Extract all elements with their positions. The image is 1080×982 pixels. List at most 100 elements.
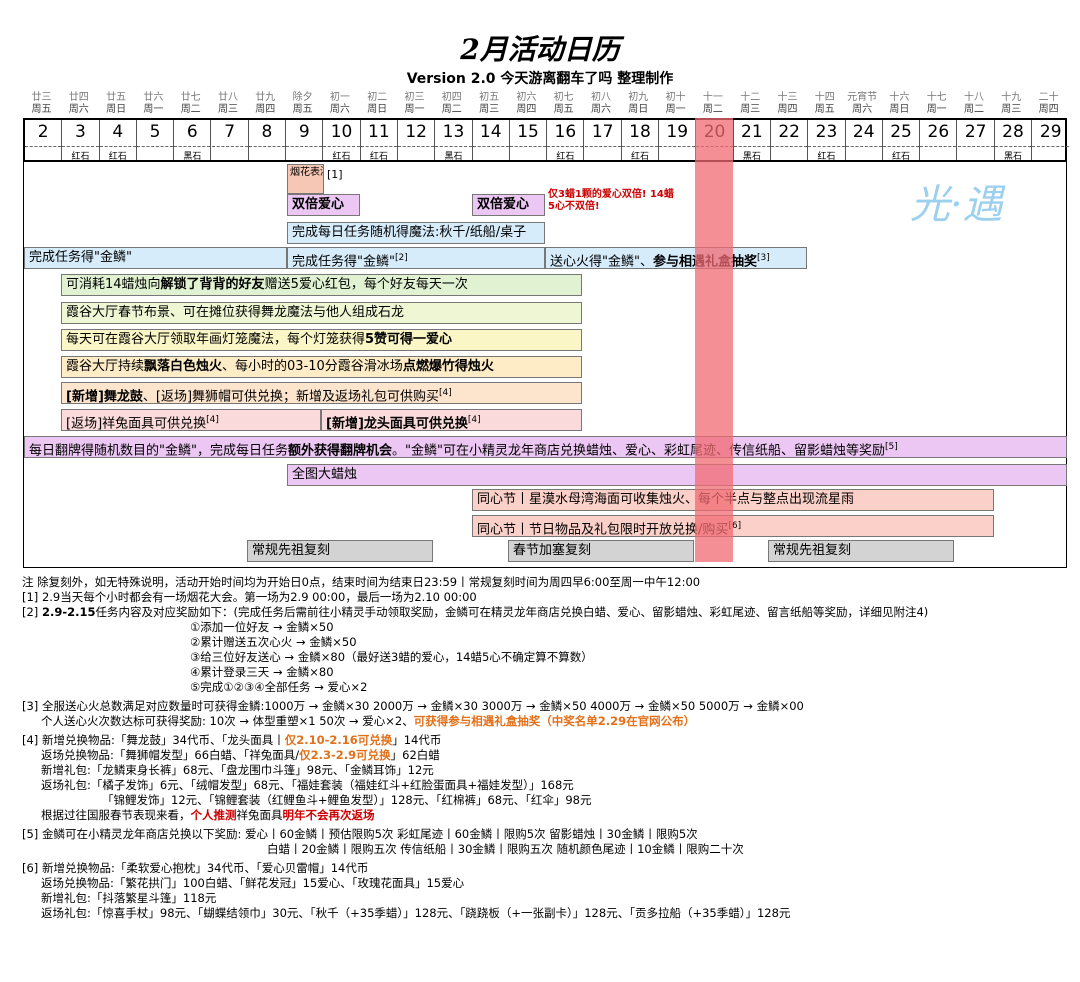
day-divider [248, 146, 286, 147]
day-header: 初六周四 [508, 92, 545, 116]
red-packet-bar: 可消耗14蜡烛向解锁了背背的好友赠送5爱心红包，每个好友每天一次 [61, 274, 582, 296]
day-divider [174, 146, 211, 147]
day-divider [659, 146, 696, 147]
day-header: 廿四周六 [60, 92, 97, 116]
stone-label: 红石 [332, 152, 351, 162]
day-cell: 27 [957, 120, 995, 160]
day-number: 18 [629, 122, 651, 142]
weekday: 周三 [1001, 104, 1022, 115]
day-header: 十七周一 [918, 92, 955, 116]
lunar-date: 初五 [479, 92, 500, 103]
day-header: 廿五周日 [98, 92, 135, 116]
stone-label: 红石 [369, 152, 388, 162]
lunar-date: 十六 [889, 92, 910, 103]
weekday: 周一 [665, 104, 686, 115]
day-cell: 8 [248, 120, 287, 160]
lunar-date: 初三 [404, 92, 425, 103]
stone-label: 红石 [630, 152, 649, 162]
page-subtitle: Version 2.0 今天游离翻车了吗 整理制作 [406, 71, 674, 87]
ancestor-rerun-2: 春节加塞复刻 [508, 540, 694, 562]
day-divider [398, 146, 435, 147]
weekday: 周一 [143, 104, 164, 115]
lunar-date: 初二 [367, 92, 388, 103]
day-number: 19 [666, 122, 689, 142]
lunar-date: 初六 [516, 92, 537, 103]
stone-label: 黑石 [1003, 152, 1022, 162]
lunar-date: 廿八 [218, 92, 238, 103]
day-header: 十九周三 [993, 92, 1030, 116]
day-cell: 12 [398, 120, 436, 160]
weekday: 周日 [628, 104, 649, 115]
day-number: 11 [368, 122, 390, 142]
weekday: 周二 [180, 104, 201, 115]
weekday: 周六 [68, 104, 89, 115]
double-love-label-1: 双倍爱心 [292, 197, 345, 212]
day-number: 10 [330, 122, 353, 142]
day-header: 初八周六 [583, 92, 620, 116]
day-cell: 19 [659, 120, 697, 160]
gold-task-label-2: 完成任务得"金鳞" [292, 254, 395, 269]
fireworks-label: 烟花表演 [290, 167, 323, 178]
stone-label: 黑石 [742, 152, 761, 162]
flip-card-bar: 每日翻牌得随机数目的"金鳞"，完成每日任务额外获得翻牌机会。"金鳞"可在小精灵龙… [24, 436, 1067, 458]
note-0: 注 除复刻外，如无特殊说明，活动开始时间均为开始日0点，结束时间为结束日23:5… [22, 575, 701, 589]
day-header: 十四周五 [806, 92, 843, 116]
stone-label: 红石 [108, 152, 127, 162]
lunar-date: 二十 [1038, 92, 1059, 103]
day-divider [360, 146, 397, 147]
double-love-label-2: 双倍爱心 [477, 197, 530, 212]
day-divider [547, 146, 584, 147]
day-number: 26 [927, 122, 950, 142]
weekday: 周六 [591, 104, 611, 115]
daily-magic-bar: 完成每日任务随机得魔法:秋千/纸船/桌子 [287, 222, 545, 244]
weekday: 周三 [218, 104, 238, 115]
day-number: 27 [964, 122, 987, 142]
day-header: 初九周日 [620, 92, 657, 116]
day-cell: 22 [771, 120, 809, 160]
day-number: 6 [186, 122, 198, 142]
day-divider [584, 146, 621, 147]
day-header: 廿八周三 [210, 92, 247, 116]
weekday: 周一 [404, 104, 425, 115]
day-divider [920, 146, 957, 147]
note-3-personal: 个人送心火次数达标可获得奖励: 10次 → 体型重塑×1 50次 → 爱心×2、… [41, 714, 696, 728]
day-header: 初七周五 [545, 92, 582, 116]
day-cell: 4 红石 [99, 120, 137, 162]
day-header: 初四周二 [433, 92, 470, 116]
note-4-rerun: 返场兑换物品:「舞狮帽发型」66白蜡、「祥兔面具/仅2.3-2.9可兑换」62白… [41, 748, 440, 762]
day-number: 22 [778, 122, 800, 142]
big-candle-bar: 全图大蜡烛 [287, 464, 1067, 486]
note-6-rerun: 返场兑换物品:「繁花拱门」100白蜡、「鲜花发冠」15爱心、「玫瑰花面具」15爱… [41, 876, 465, 890]
weekday: 周二 [441, 104, 462, 115]
day-header: 初五周三 [471, 92, 508, 116]
weekday: 周五 [31, 104, 52, 115]
lunar-date: 十一 [702, 92, 723, 103]
lunar-date: 廿四 [68, 92, 89, 103]
weekday: 周日 [367, 104, 388, 115]
day-number: 25 [890, 122, 912, 142]
day-number: 24 [852, 122, 875, 142]
stone-label: 红石 [556, 152, 575, 162]
weekday: 周四 [1038, 104, 1059, 115]
weekday: 周五 [814, 104, 835, 115]
day-number: 29 [1039, 122, 1062, 142]
weekday: 周六 [329, 104, 350, 115]
note-5: [5] 金鳞可在小精灵龙年商店兑换以下奖励: 爱心丨60金鳞丨预估限购5次 彩虹… [22, 827, 698, 841]
weekday: 周五 [292, 104, 313, 115]
note-2-item-1: ①添加一位好友 → 金鳞×50 [190, 620, 334, 634]
today-highlight [695, 118, 733, 562]
day-number: 4 [112, 122, 124, 142]
day-header: 十八周二 [956, 92, 993, 116]
fireworks-ref: [1] [327, 168, 343, 181]
double-love-bar-1: 双倍爱心 [287, 194, 360, 216]
weekday: 周三 [479, 104, 500, 115]
day-divider [621, 146, 659, 147]
notes-section: 注 除复刻外，如无特殊说明，活动开始时间均为开始日0点，结束时间为结束日23:5… [22, 575, 1062, 921]
note-6: [6] 新增兑换物品:「柔软爱心抱枕」34代币、「爱心贝雷帽」14代币 [22, 861, 369, 875]
day-divider [845, 146, 882, 147]
